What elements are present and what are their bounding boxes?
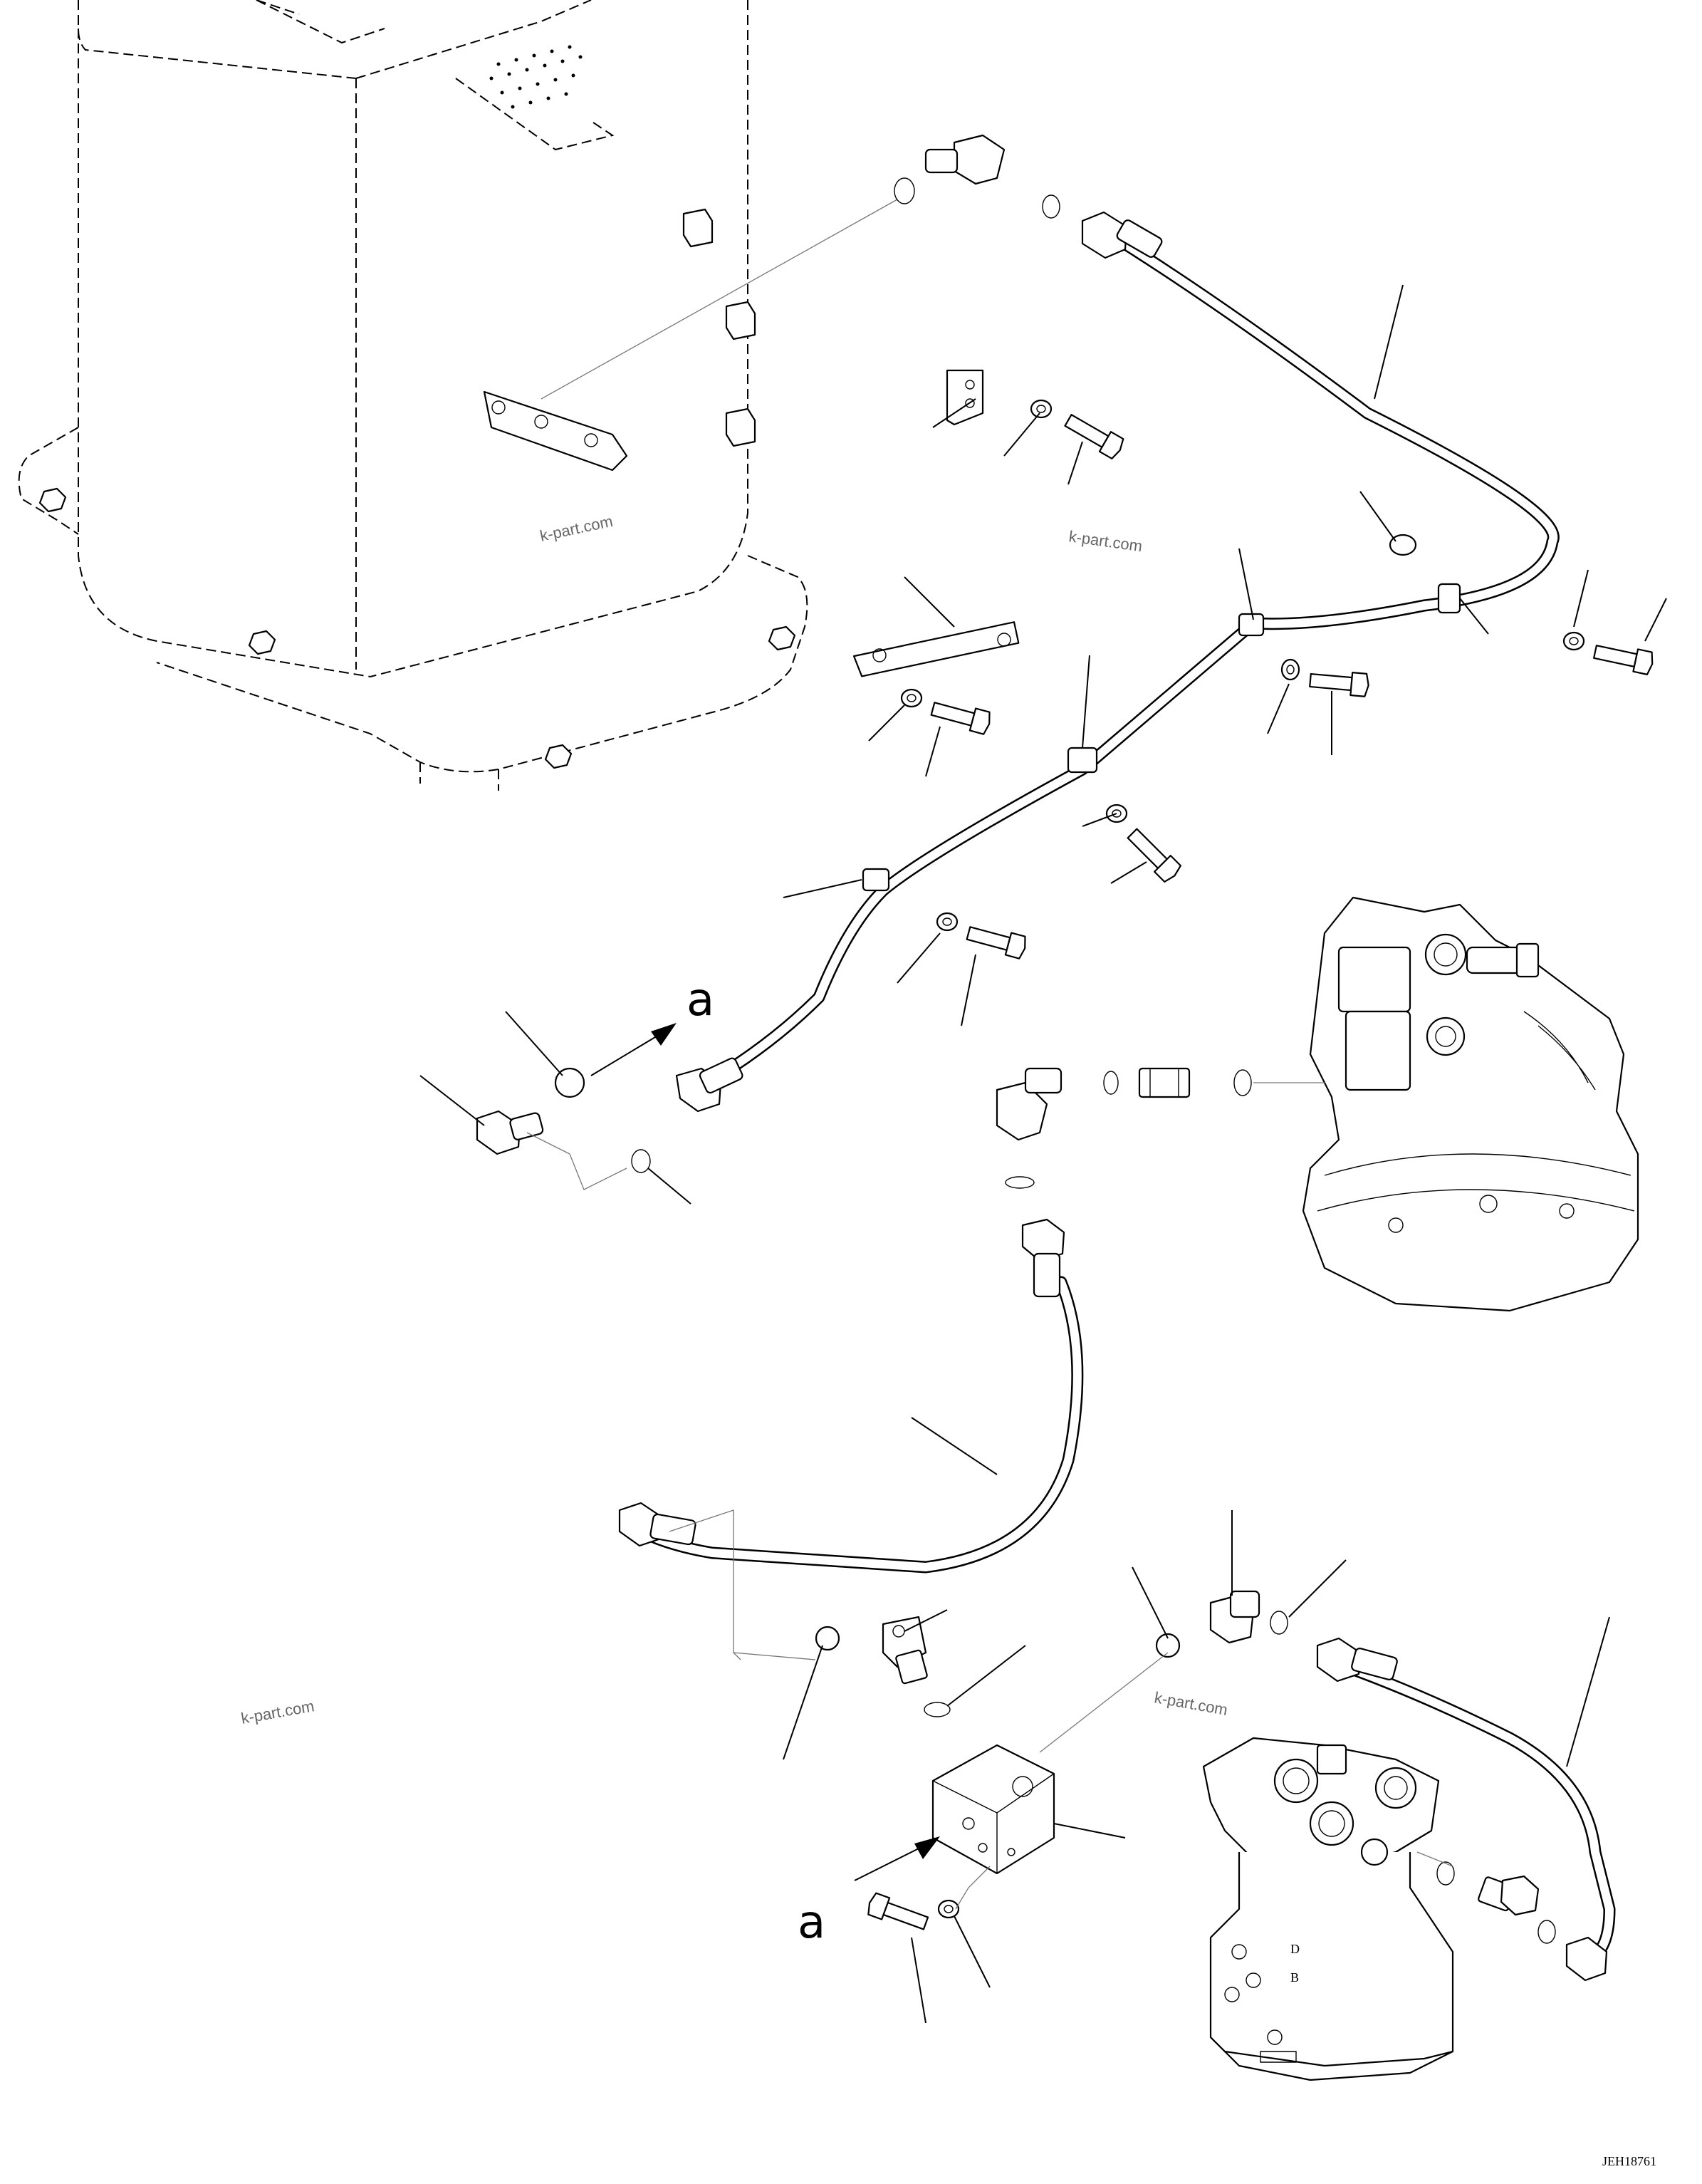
leader-line <box>419 284 1667 2024</box>
straight-connector <box>476 1110 544 1155</box>
o-ring <box>1005 1069 1252 1189</box>
elbow-fitting <box>996 1067 1063 1141</box>
bolt <box>867 414 1654 1930</box>
straight-adapter <box>1478 1875 1540 1916</box>
o-ring <box>815 1611 1556 1944</box>
pipe-clamp <box>852 369 1461 892</box>
flange-nut <box>38 487 796 769</box>
watermark: k-part.com <box>240 1697 316 1727</box>
o-ring <box>894 177 1060 219</box>
frame-structure <box>18 0 898 791</box>
hose-upper <box>1081 211 1560 630</box>
drawing-code: JEH18761 <box>1602 2154 1656 2168</box>
hydraulic-pump: D B <box>1202 1737 1454 2081</box>
pressure-sensor <box>882 1616 928 1685</box>
perforated-plate <box>489 45 583 109</box>
watermark: k-part.com <box>1067 527 1143 555</box>
swing-motor <box>1302 896 1639 1312</box>
port-label-d: D <box>1290 1942 1300 1956</box>
port-label-b: B <box>1290 1970 1299 1985</box>
o-ring <box>554 1067 651 1173</box>
view-label-a: a <box>798 1896 825 1949</box>
tube-main <box>675 617 1260 1113</box>
adapter <box>1138 1067 1191 1098</box>
view-label-a: a <box>686 974 714 1026</box>
hose-middle <box>618 1218 1084 1574</box>
elbow-fitting-upper <box>924 134 1006 185</box>
spacer <box>1389 534 1417 556</box>
washer <box>900 399 1585 1919</box>
watermark: k-part.com <box>538 512 615 545</box>
mounting-block <box>682 208 756 447</box>
mounting-plate <box>483 390 628 472</box>
watermark: k-part.com <box>1153 1688 1229 1719</box>
view-arrow <box>590 1023 940 1881</box>
hose-lower <box>1316 1637 1616 1982</box>
elbow-fitting-lower <box>1209 1590 1260 1644</box>
manifold-block <box>931 1744 1055 1875</box>
